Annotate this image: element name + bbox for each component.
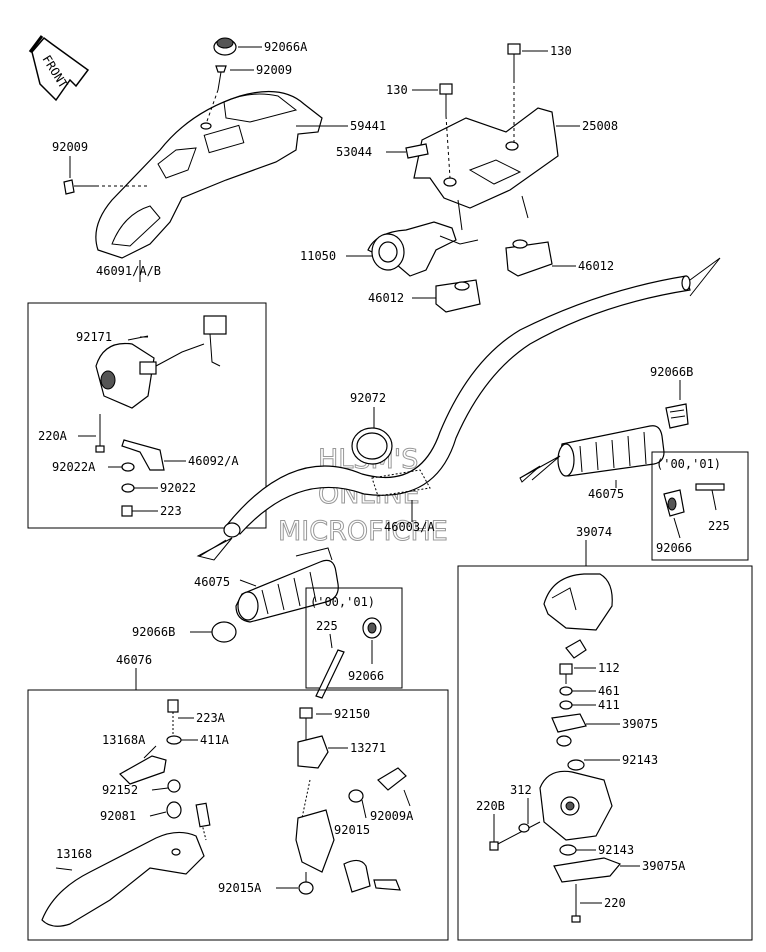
block-53044-part: [386, 143, 429, 159]
label-92066A: 92066A: [264, 40, 308, 54]
label-92072: 92072: [350, 391, 386, 405]
holder-11050-part: [346, 221, 479, 277]
label-92066B-left: 92066B: [132, 625, 175, 639]
label-46075-left: 46075: [194, 575, 230, 589]
band-92072-part: [351, 407, 393, 465]
label-92143-bottom: 92143: [598, 843, 634, 857]
label-92066-right: 92066: [656, 541, 692, 555]
label-13168A: 13168A: [102, 733, 146, 747]
label-92022A: 92022A: [52, 460, 96, 474]
variant-box-middle: [305, 587, 403, 689]
label-461: 461: [598, 684, 620, 698]
screw-92009-top-part: [205, 65, 254, 125]
small-parts-13168A-part: [119, 699, 198, 819]
label-92009-top: 92009: [256, 63, 292, 77]
label-46012-left: 46012: [368, 291, 404, 305]
label-92152: 92152: [102, 783, 138, 797]
label-220B: 220B: [476, 799, 505, 813]
label-59441: 59441: [350, 119, 386, 133]
label-46003A: 46003/A: [384, 520, 435, 534]
variant-box-right: [651, 451, 749, 561]
label-13168: 13168: [56, 847, 92, 861]
label-411: 411: [598, 698, 620, 712]
bolt-130-right-part: [507, 43, 548, 144]
front-arrow-badge: FRONT: [28, 35, 90, 102]
switch-cover-part: [543, 573, 613, 631]
watermark-line-3: MICROFICHE: [278, 516, 448, 547]
label-46075-right: 46075: [588, 487, 624, 501]
label-223A: 223A: [196, 711, 226, 725]
cap-92066B-left-part: [190, 621, 237, 643]
grip-46075-left-part: [235, 547, 339, 623]
label-225-right: 225: [708, 519, 730, 533]
label-130-right: 130: [550, 44, 572, 58]
label-92150: 92150: [334, 707, 370, 721]
variant-right-parts: [663, 483, 725, 539]
label-53044: 53044: [336, 145, 372, 159]
label-39075A: 39075A: [642, 859, 686, 873]
label-39075: 39075: [622, 717, 658, 731]
handlebar-46003-part: [196, 257, 721, 561]
label-92022: 92022: [160, 481, 196, 495]
label-46012-right: 46012: [578, 259, 614, 273]
handlebar-cover-part: [95, 90, 323, 259]
label-92009-left: 92009: [52, 140, 88, 154]
label-225-middle: 225: [316, 619, 338, 633]
label-92066-middle: 92066: [348, 669, 384, 683]
grip-46075-right-part: [519, 425, 665, 488]
label-411A: 411A: [200, 733, 230, 747]
label-46091: 46091/A/B: [96, 264, 161, 278]
label-11050: 11050: [300, 249, 336, 263]
label-112: 112: [598, 661, 620, 675]
screw-92009-left-part: [63, 156, 150, 195]
label-220: 220: [604, 896, 626, 910]
label-92171: 92171: [76, 330, 112, 344]
label-25008: 25008: [582, 119, 618, 133]
clamp-46012-left-part: [412, 279, 481, 313]
cap-92066B-right-part: [665, 380, 689, 429]
label-00-01-right: ('00,'01): [656, 457, 721, 471]
lever-39075A-part: [553, 844, 640, 923]
lever-13168-part: [41, 802, 211, 927]
variant-middle-parts: [315, 617, 382, 699]
label-39074: 39074: [576, 525, 612, 539]
bolt-220A-part: [78, 414, 105, 453]
switch-parts-92015-part: [276, 767, 411, 895]
bracket-25008-part: [413, 107, 559, 231]
lever-assembly-box: [27, 689, 449, 941]
label-13271: 13271: [350, 741, 386, 755]
label-46076: 46076: [116, 653, 152, 667]
label-130-left: 130: [386, 83, 408, 97]
right-switch-box: [457, 565, 753, 941]
switch-assembly-box: [27, 302, 267, 529]
switch-13271-part: [297, 707, 348, 769]
label-92015A: 92015A: [218, 881, 262, 895]
label-00-01-middle: ('00,'01): [310, 595, 375, 609]
switch-housing-right-part: [489, 770, 613, 851]
left-switch-housing-part: [95, 315, 227, 409]
label-92009A: 92009A: [370, 809, 414, 823]
label-46092A: 46092/A: [188, 454, 239, 468]
switch-stack-part: [551, 639, 620, 771]
washers-92022-part: [108, 462, 158, 517]
label-92081: 92081: [100, 809, 136, 823]
label-312: 312: [510, 783, 532, 797]
label-220A: 220A: [38, 429, 68, 443]
label-92015: 92015: [334, 823, 370, 837]
clamp-46012-right-part: [505, 239, 576, 277]
bolt-130-left-part: [412, 83, 453, 179]
label-92066B-right: 92066B: [650, 365, 693, 379]
cap-92066A-part: [213, 37, 262, 56]
label-223: 223: [160, 504, 182, 518]
label-92143-top: 92143: [622, 753, 658, 767]
lever-46092A-part: [121, 439, 186, 471]
